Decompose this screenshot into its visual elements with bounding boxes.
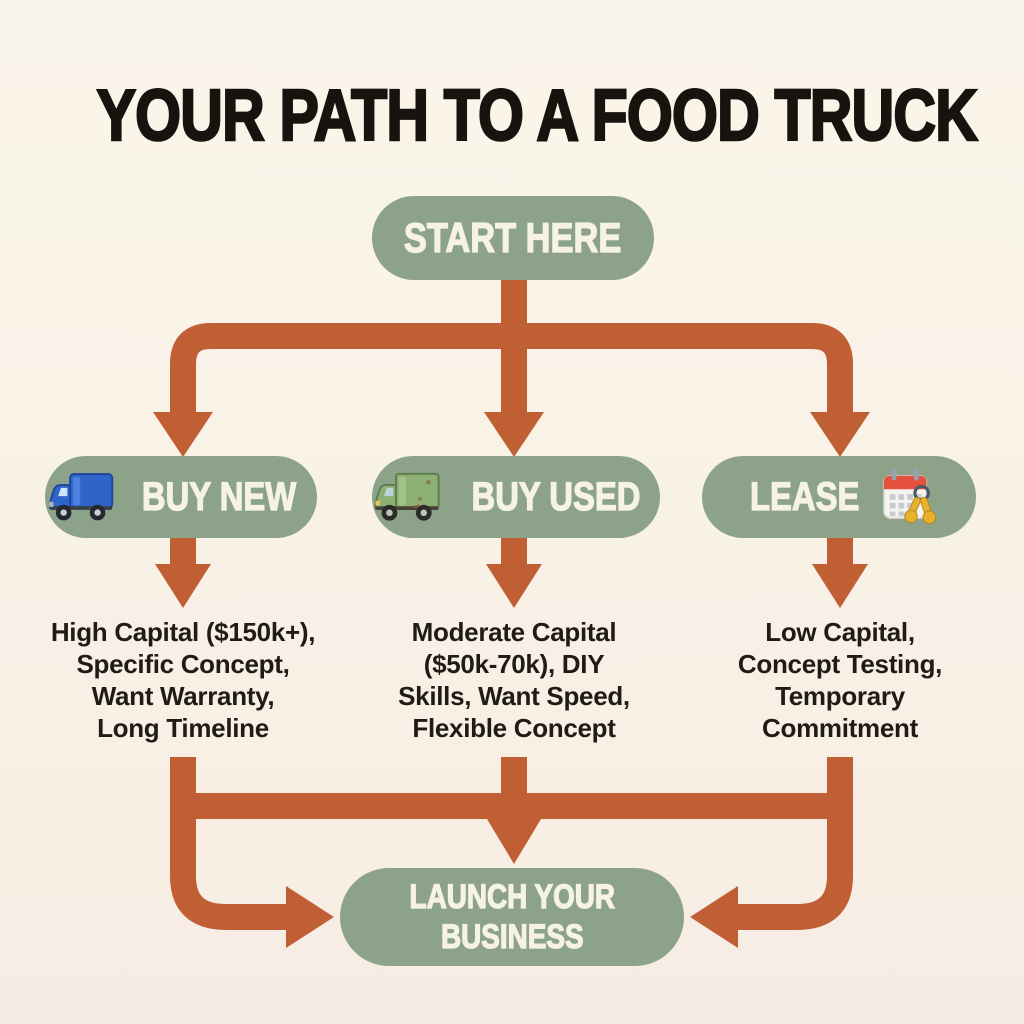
arrowhead-lease-criteria [812,564,868,608]
arrowhead-down-buy-used [484,412,544,457]
arrowhead-right-into-launch [286,886,334,948]
page-title-text: YOUR PATH TO A FOOD TRUCK [96,76,979,156]
lease-node: LEASE [702,456,976,538]
blue-truck-icon [48,473,114,521]
launch-node: LAUNCH YOUR BUSINESS [340,868,684,966]
arrowhead-down-buy-new [153,412,213,457]
buy-new-node: BUY NEW [45,456,317,538]
start-node-label: START HERE [404,213,623,261]
arrowhead-buy-new-criteria [155,564,211,608]
lease-criteria: Low Capital, Concept Testing, Temporary … [737,617,943,743]
start-branch-bar [170,323,853,420]
arrowhead-down-into-launch [484,814,544,864]
lease-node-label: LEASE [750,474,860,519]
buy-used-criteria: Moderate Capital ($50k-70k), DIY Skills,… [398,617,630,743]
buy-used-node: BUY USED [372,456,660,538]
launch-node-label: LAUNCH YOUR BUSINESS [409,877,616,956]
left-converge-line [170,757,288,930]
right-converge-line [736,757,853,930]
arrowhead-buy-used-criteria [486,564,542,608]
arrowhead-down-lease [810,412,870,457]
page-title: YOUR PATH TO A FOOD TRUCK [0,76,1024,156]
buy-used-node-label: BUY USED [471,474,641,519]
buy-new-node-label: BUY NEW [141,474,297,519]
start-node: START HERE [372,196,654,280]
arrowhead-left-into-launch [690,886,738,948]
calendar-with-keys-icon [882,468,936,525]
green-truck-icon [374,472,440,521]
buy-new-criteria: High Capital ($150k+), Specific Concept,… [50,617,316,743]
